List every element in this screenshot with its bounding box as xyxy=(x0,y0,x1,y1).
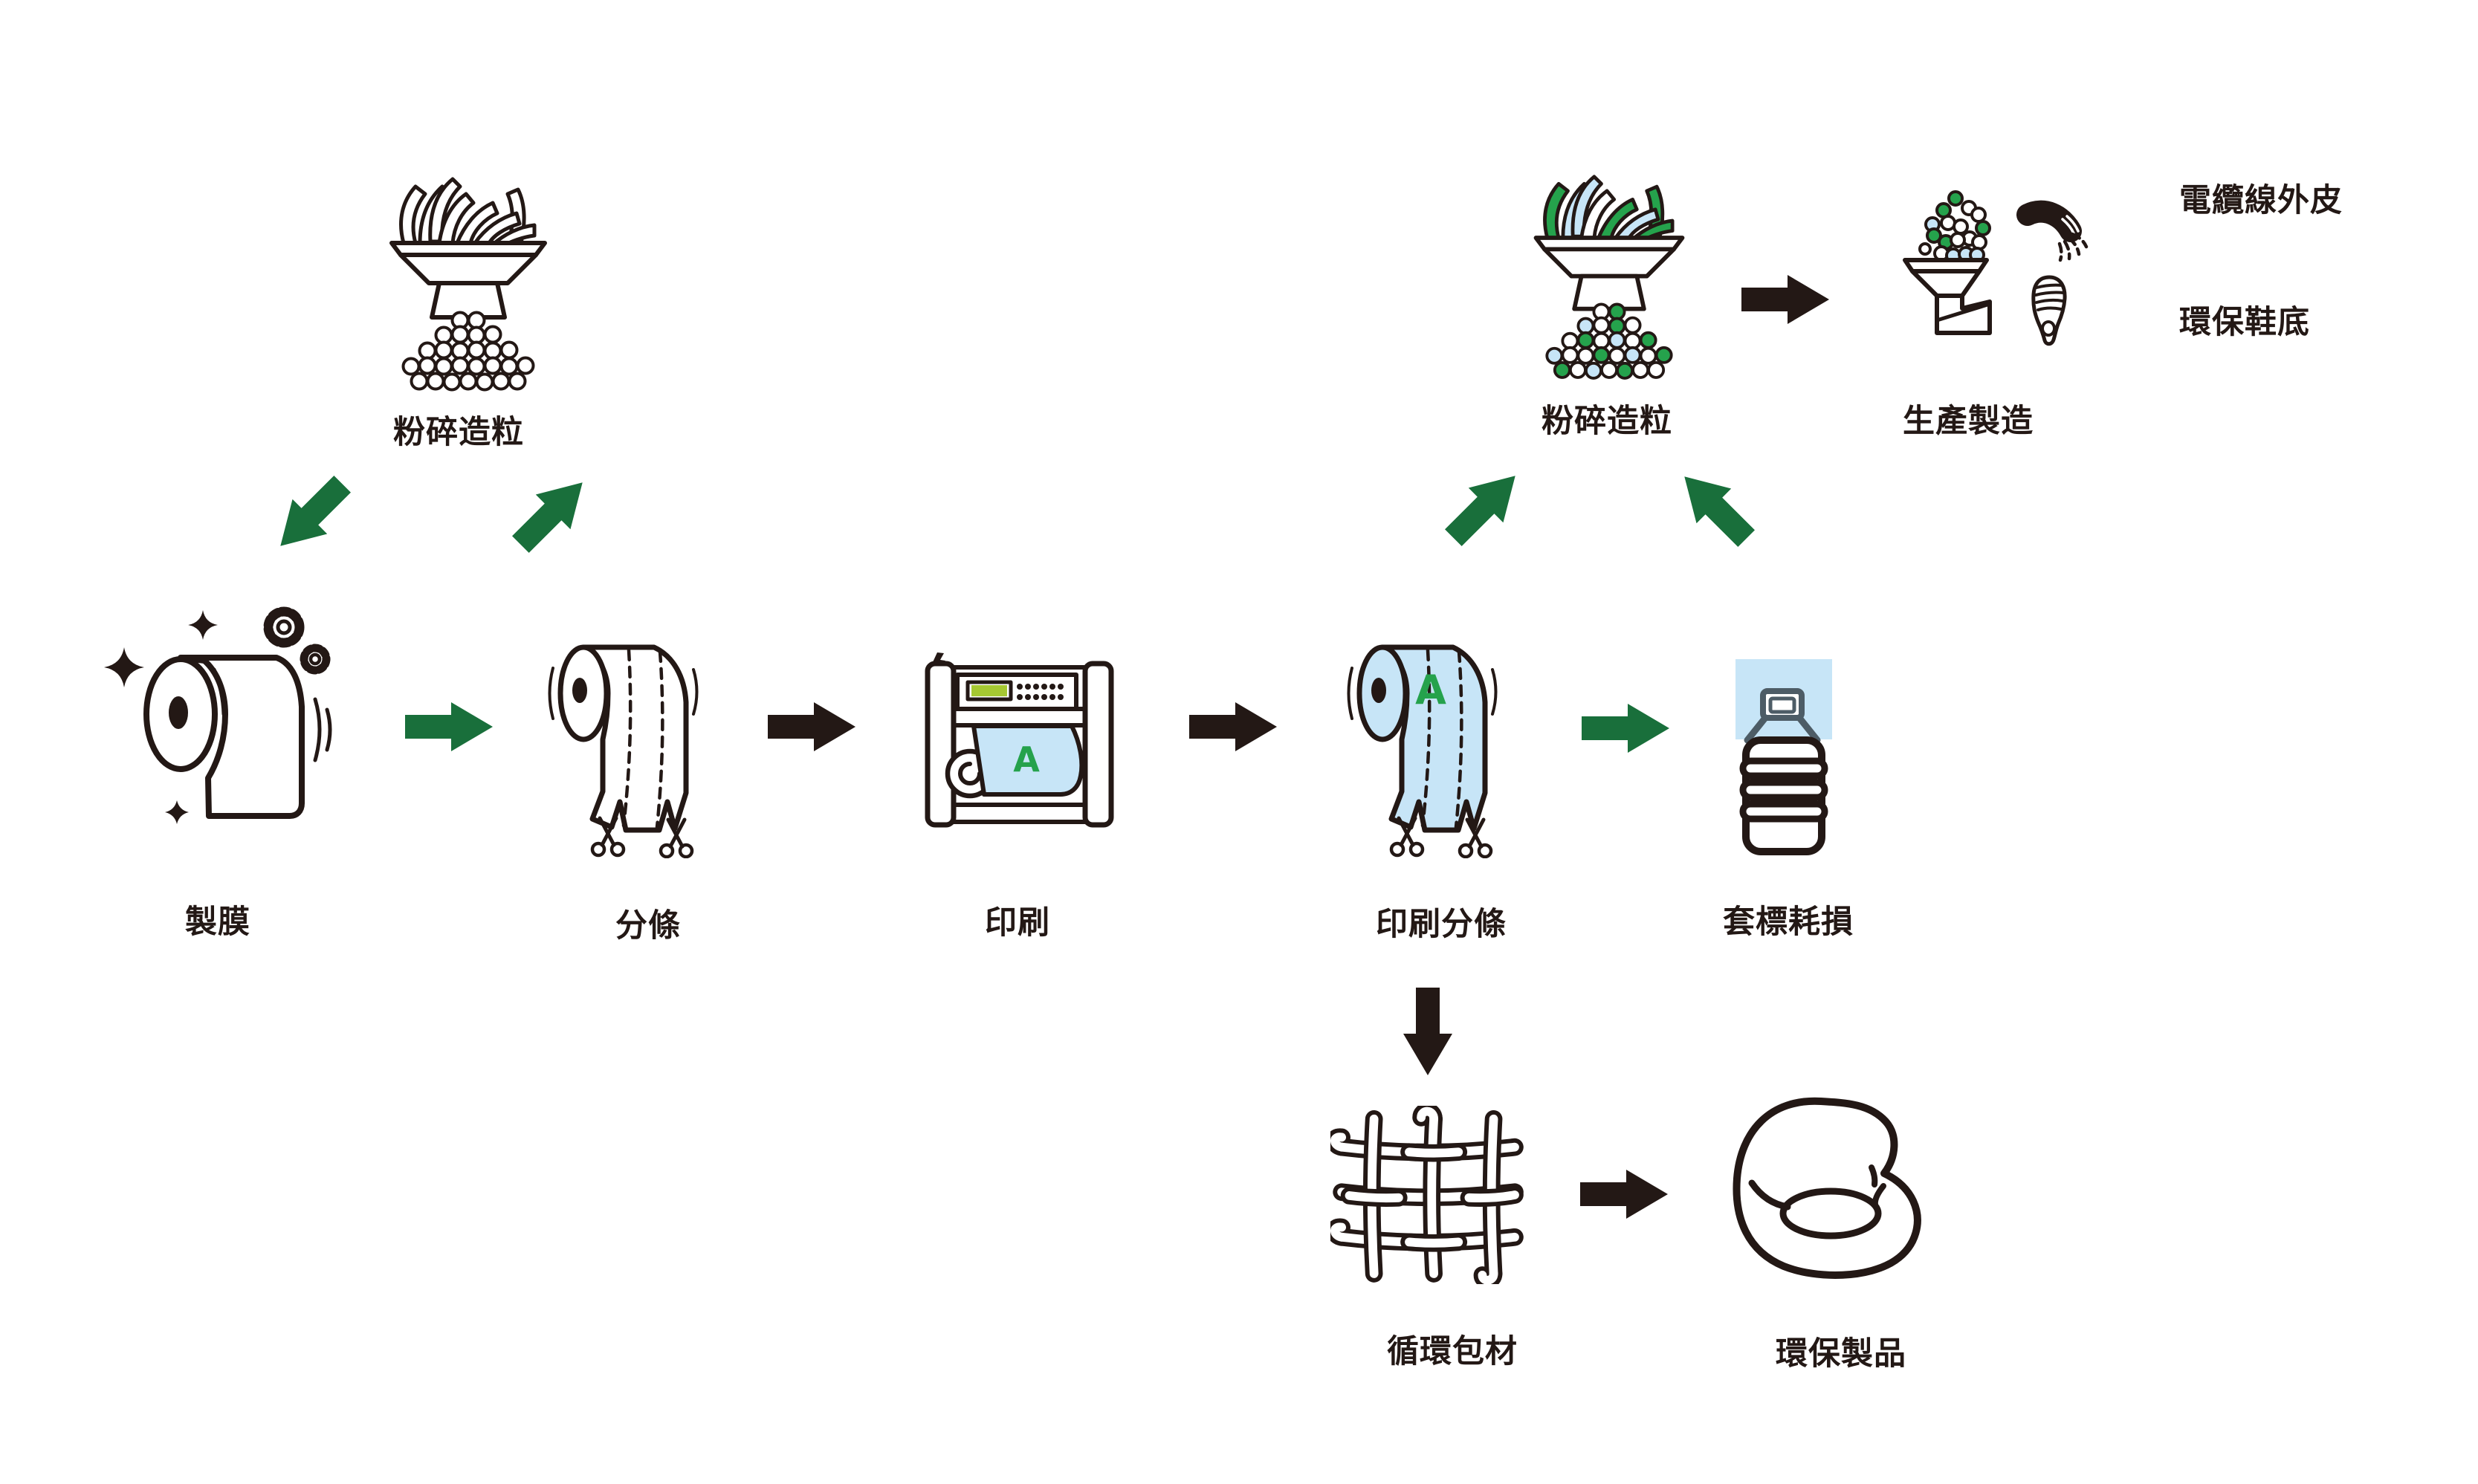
label-produce: 生產製造 xyxy=(1903,403,2034,440)
arrow-slit-to-print xyxy=(768,702,855,751)
label-sole-output: 環保鞋底 xyxy=(2179,304,2310,341)
arrow-looppack-to-ecoproduct xyxy=(1580,1170,1668,1219)
arrow-film-to-slit xyxy=(405,702,493,751)
arrow-printslit-to-granulate xyxy=(1435,458,1533,556)
arrow-granulate-to-film xyxy=(262,466,360,564)
label-slit: 分條 xyxy=(615,907,681,944)
granulator-hopper-colored-icon xyxy=(1527,172,1691,386)
arrow-printslit-to-looppack xyxy=(1403,988,1452,1075)
printed-letter: A xyxy=(1415,667,1446,713)
label-eco-product: 環保製品 xyxy=(1776,1335,1906,1373)
label-film: 製膜 xyxy=(185,904,250,941)
arrow-labelloss-to-granulate xyxy=(1666,459,1764,557)
printed-letter: A xyxy=(1013,739,1040,780)
label-print: 印刷 xyxy=(985,904,1050,942)
woven-fabric-icon xyxy=(1330,1106,1524,1284)
arrow-slit-to-granulate xyxy=(502,464,601,563)
printed-roll-icon: A xyxy=(1342,635,1505,858)
label-loop-pack: 循環包材 xyxy=(1387,1333,1518,1370)
arrow-print-to-printslit xyxy=(1189,702,1277,751)
arrow-granulate-to-produce xyxy=(1741,275,1829,324)
label-granulate-left: 粉碎造粒 xyxy=(393,414,524,451)
granulator-hopper-icon xyxy=(383,175,554,398)
production-machine-icon xyxy=(1903,190,2089,346)
arrow-printslit-to-labelloss xyxy=(1582,704,1669,753)
label-cable-output: 電纜線外皮 xyxy=(2179,182,2343,219)
bean-bag-icon xyxy=(1733,1097,1921,1279)
slitting-roll-icon xyxy=(543,635,706,858)
label-print-slit: 印刷分條 xyxy=(1376,906,1507,943)
label-label-loss: 套標耗損 xyxy=(1723,904,1854,941)
film-roll-icon xyxy=(104,606,332,824)
printer-icon: A xyxy=(925,652,1114,828)
label-granulate-right: 粉碎造粒 xyxy=(1542,403,1672,440)
bottle-label-icon xyxy=(1735,659,1832,855)
